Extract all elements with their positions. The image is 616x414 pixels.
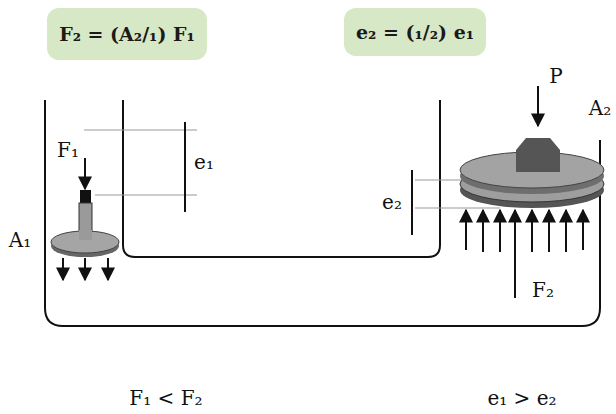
formula-text: e₂ = (₁/₂) e₁ (356, 21, 474, 43)
pressure-arrows (466, 210, 583, 298)
force-arrow (84, 158, 86, 189)
formula-box: e₂ = (₁/₂) e₁ (344, 8, 486, 56)
quantity-label: F₁ (57, 139, 79, 161)
load-block (516, 138, 560, 172)
inner-wall (123, 100, 440, 257)
level-line (415, 208, 500, 209)
comparison-text: e₁ > e₂ (487, 387, 556, 409)
outer-vessel (45, 100, 600, 326)
quantity-label: A₁ (9, 229, 31, 251)
displacement-bar (411, 170, 413, 235)
level-line (95, 195, 197, 196)
quantity-label: A₂ (589, 97, 611, 119)
load-arrow (537, 86, 539, 126)
piston-disc (51, 231, 119, 253)
level-line (415, 180, 462, 181)
piston-cap (80, 190, 91, 203)
piston-rod (79, 230, 92, 240)
level-line (84, 130, 197, 131)
pressure-arrows (63, 258, 108, 280)
quantity-label: e₁ (194, 151, 214, 173)
quantity-label: F₂ (532, 279, 554, 301)
quantity-label: e₂ (382, 191, 402, 213)
displacement-bar (184, 122, 186, 212)
comparison-text: F₁ < F₂ (129, 387, 202, 409)
quantity-label: P (549, 65, 562, 87)
formula-box: F₂ = (A₂/₁) F₁ (47, 8, 207, 60)
formula-text: F₂ = (A₂/₁) F₁ (59, 23, 195, 45)
